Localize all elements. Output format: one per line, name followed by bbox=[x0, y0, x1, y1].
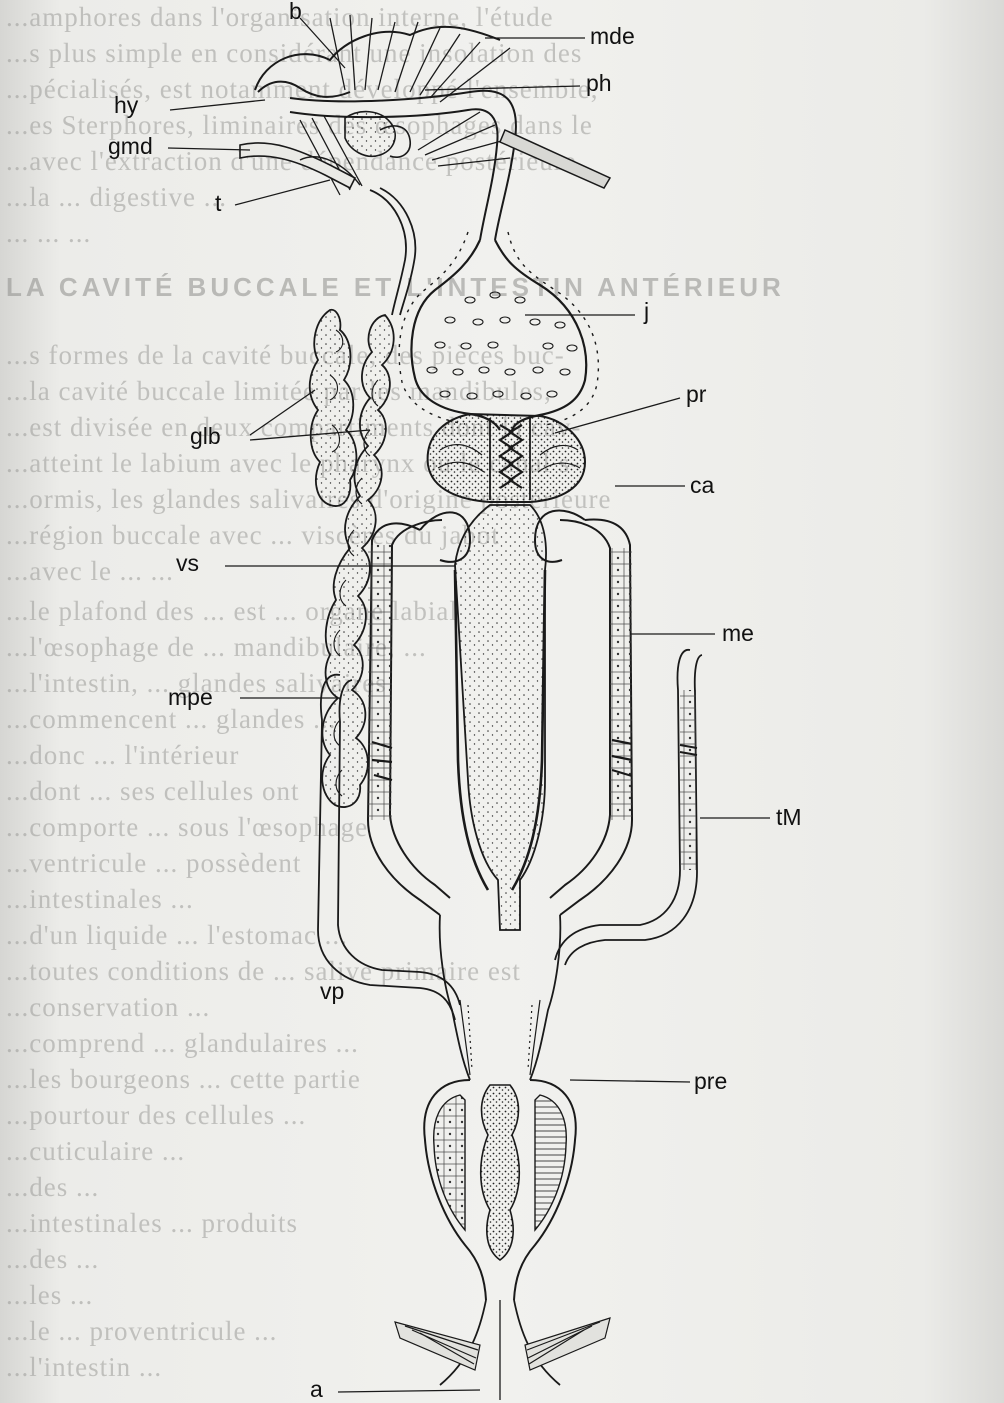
label-ca: ca bbox=[690, 474, 714, 497]
label-glb: glb bbox=[190, 425, 221, 448]
label-mde: mde bbox=[590, 25, 635, 48]
label-pre: pre bbox=[694, 1070, 727, 1093]
label-gmd: gmd bbox=[108, 135, 153, 158]
label-j: j bbox=[644, 300, 649, 323]
label-hy: hy bbox=[114, 94, 138, 117]
label-ph: ph bbox=[586, 72, 612, 95]
rectal-contents bbox=[481, 1085, 520, 1260]
label-vp: vp bbox=[320, 980, 344, 1003]
label-mpe: mpe bbox=[168, 686, 213, 709]
label-a: a bbox=[310, 1378, 323, 1401]
label-pr: pr bbox=[686, 383, 706, 406]
label-me: me bbox=[722, 622, 754, 645]
label-vs: vs bbox=[176, 552, 199, 575]
label-b: b bbox=[289, 0, 302, 23]
proventriculus bbox=[428, 414, 585, 502]
label-tM: tM bbox=[776, 806, 802, 829]
label-t: t bbox=[215, 192, 221, 215]
proventriculus-bulb bbox=[428, 414, 585, 502]
